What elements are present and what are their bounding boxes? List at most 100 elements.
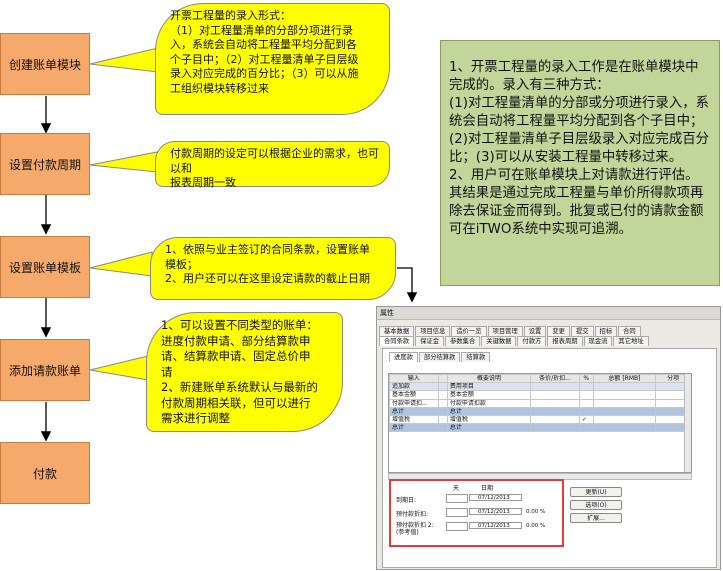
due-date-picker[interactable]: 07/12/2013 (469, 494, 522, 501)
cell (592, 382, 657, 392)
callout-quantity-input: 开票工程量的录入形式： （1）对工程量清单的分部分项进行录 入，系统会自动将工程… (155, 3, 390, 115)
callout-text: 付款周期的设定可以根据企业的需求，也可以和 报表周期一致 (170, 147, 379, 189)
cell: 总计 (446, 423, 532, 433)
cell (437, 398, 448, 408)
callout-request-bill: 1、可以设置不同类型的账单： 进度付款申请、部分结算款申 请、结算款申请、固定总… (146, 312, 343, 432)
grid-header: 概要说明 (446, 373, 532, 384)
tab[interactable]: 现金流 (583, 336, 613, 346)
tab[interactable]: 提交 (570, 326, 594, 336)
tab[interactable]: 付款方 (517, 336, 547, 346)
cell (578, 390, 594, 400)
tab[interactable]: 变更 (547, 326, 570, 336)
step-label: 设置付款周期 (8, 157, 81, 172)
options-button[interactable]: 选项(O) (570, 500, 622, 510)
grid-header: 输入 (389, 373, 439, 384)
cell (578, 423, 594, 433)
due-date-label: 到期日: (396, 497, 417, 504)
discount2-label: 预付款折扣 2: (参考值) (396, 522, 434, 536)
step-add-request-bill: 添加请款账单 (0, 339, 90, 401)
callout-pointer-2 (89, 151, 158, 173)
tab[interactable]: 保证金 (415, 336, 445, 346)
tab[interactable]: 造价一览 (451, 326, 487, 336)
cell (592, 398, 657, 408)
table-row[interactable]: 总计总计 (389, 406, 691, 416)
cell (592, 390, 657, 400)
tab[interactable]: 参数集合 (445, 336, 481, 346)
step-label: 添加请款账单 (8, 363, 81, 378)
subtab-partial[interactable]: 部分结算款 (418, 352, 461, 362)
billing-grid: 输入 概要说明 条价/折扣... % 总额 [RMB] 分项 追加款费用项目 基… (388, 373, 692, 473)
discount-date-picker[interactable]: 07/12/2013 (469, 508, 522, 515)
cell (578, 382, 594, 392)
tab[interactable]: 招标 (594, 326, 618, 336)
cell: 基本金额 (389, 390, 439, 400)
tab[interactable]: 关键数据 (481, 336, 517, 346)
step-create-bill-module: 创建账单模块 (0, 33, 90, 95)
tab[interactable]: 项目管理 (487, 326, 523, 336)
step-payment: 付款 (0, 442, 90, 504)
cell: 增值税 (446, 414, 532, 425)
cell (530, 390, 580, 400)
cell: 基本金额 (446, 390, 532, 400)
step-set-bill-template: 设置账单模板 (0, 236, 90, 298)
cell (530, 382, 580, 392)
days-header: 天 (453, 485, 460, 492)
tab[interactable]: 基本数据 (379, 326, 415, 336)
grid-header (437, 373, 448, 384)
callout-text: 1、依照与业主签订的合同条款，设置账单 模板； 2、用户还可以在这里设定请款的截… (165, 243, 370, 285)
cell: 总计 (389, 423, 439, 433)
step-label: 付款 (32, 466, 57, 481)
date-settings-group: 天 日期 到期日: 07/12/2013 预付款折扣: 07/12/2013 0… (389, 479, 564, 547)
step-label: 创建账单模块 (8, 57, 81, 72)
cell (437, 414, 448, 425)
tab[interactable]: 其它地址 (613, 336, 649, 346)
callout-text: 开票工程量的录入形式： （1）对工程量清单的分部分项进行录 入，系统会自动将工程… (170, 9, 359, 95)
table-row[interactable]: 基本金额基本金额 (389, 390, 691, 400)
cell: 追加款 (389, 382, 439, 392)
tabs-row-2: 合同条款 保证金 参数集合 关键数据 付款方 报表周期 现金流 其它地址 (377, 336, 720, 346)
subtab-progress[interactable]: 进度款 (389, 352, 418, 362)
tab[interactable]: 合同 (618, 326, 641, 336)
grid-vertical-scrollbar[interactable] (684, 374, 691, 472)
discount-percent[interactable]: 0.00 % (526, 509, 546, 515)
table-row[interactable]: 付款申请扣...付款申请扣款 (389, 398, 691, 408)
discount-label: 预付款折扣: (396, 511, 429, 518)
cell (437, 390, 448, 400)
properties-dialog: 属性 基本数据 项目信息 造价一览 项目管理 设置 变更 提交 招标 合同 合同… (376, 306, 721, 570)
cell (592, 414, 657, 425)
table-row[interactable]: 增值税增值税✓ (389, 414, 691, 425)
cell (578, 406, 594, 416)
subtabs: 进度款 部分结算款 结算款 (387, 352, 491, 362)
tab-contract-terms[interactable]: 合同条款 (379, 336, 415, 346)
table-row[interactable]: 追加款费用项目 (389, 382, 691, 392)
discount2-days-field[interactable] (446, 522, 468, 531)
summary-note-text: 1、开票工程量的录入工作是在账单模块中完成的。录入有三种方式： (1)对工程量清… (449, 60, 709, 237)
callout-pointer-4 (89, 355, 149, 381)
callout-pointer-1 (89, 47, 159, 73)
extend-button[interactable]: 扩展... (570, 513, 622, 523)
subtab-final[interactable]: 结算款 (461, 352, 491, 362)
step-set-payment-period: 设置付款周期 (0, 133, 90, 195)
grid-header: 总额 [RMB] (592, 373, 657, 384)
callout-payment-period: 付款周期的设定可以根据企业的需求，也可以和 报表周期一致 (155, 141, 390, 189)
cell (530, 423, 580, 433)
arrow-to-dialog (397, 267, 418, 303)
cell: ✓ (578, 414, 594, 425)
cell (578, 398, 594, 408)
callout-pointer-3 (89, 251, 153, 277)
tab[interactable]: 报表周期 (547, 336, 583, 346)
discount-days-field[interactable] (446, 508, 468, 517)
tab[interactable]: 设置 (523, 326, 547, 336)
discount2-date-picker[interactable]: 07/12/2013 (469, 522, 522, 529)
cell (592, 406, 657, 416)
tabs-row-1: 基本数据 项目信息 造价一览 项目管理 设置 变更 提交 招标 合同 (377, 326, 720, 336)
update-button[interactable]: 更新(U) (570, 487, 622, 497)
cell: 费用项目 (446, 382, 532, 392)
table-row[interactable]: 总计总计 (389, 423, 691, 433)
dialog-title: 属性 (377, 307, 720, 320)
tab[interactable]: 项目信息 (415, 326, 451, 336)
discount2-percent[interactable]: 0.00 % (526, 523, 546, 529)
due-days-field[interactable] (446, 494, 468, 503)
cell: 总计 (446, 406, 532, 416)
cell: 付款申请扣... (389, 398, 439, 408)
